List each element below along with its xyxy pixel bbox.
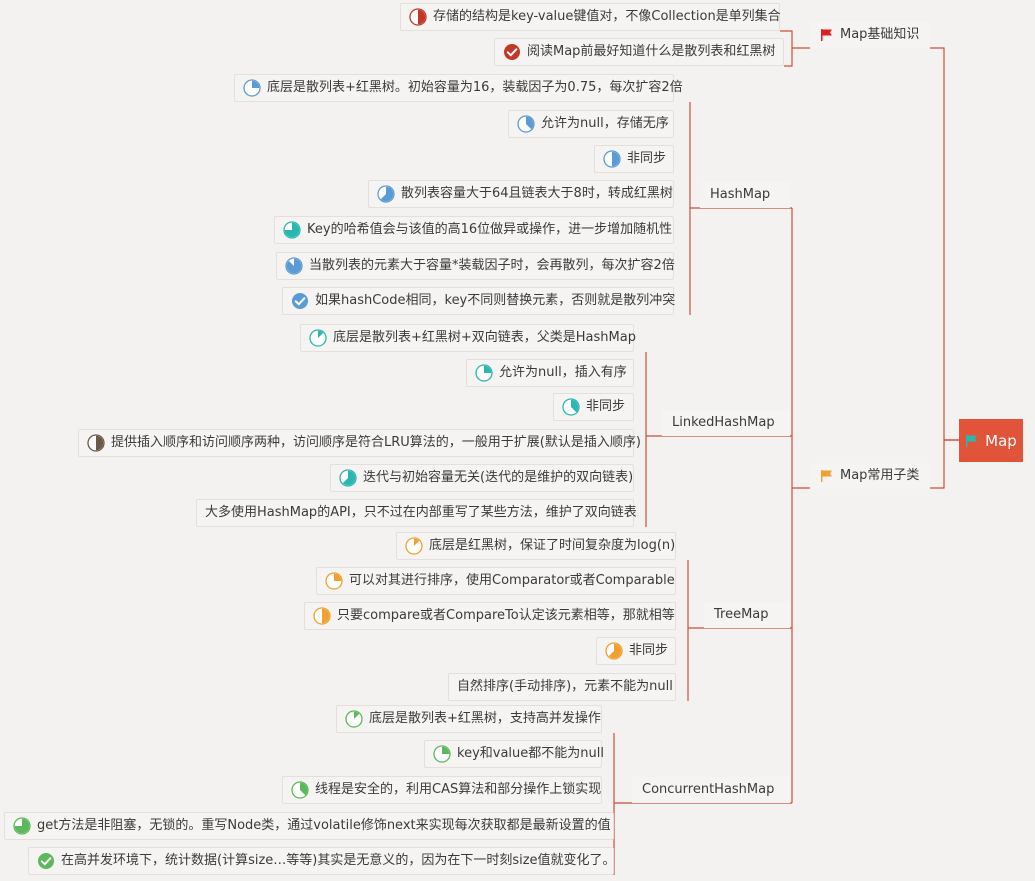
leaf-text: 如果hashCode相同，key不同则替换元素，否则就是散列冲突 xyxy=(315,293,676,308)
class-node-concurrenthashmap[interactable]: ConcurrentHashMap xyxy=(632,777,790,803)
branch-map-subclasses[interactable]: Map常用子类 xyxy=(810,463,930,489)
leaf-text: 底层是散列表+红黑树，支持高并发操作 xyxy=(369,711,601,726)
leaf-treemap-3[interactable]: 非同步 xyxy=(596,637,676,665)
leaf-text: get方法是非阻塞，无锁的。重写Node类，通过volatile修饰next来实… xyxy=(37,818,611,833)
leaf-text: 允许为null，存储无序 xyxy=(541,116,669,131)
progress-icon xyxy=(283,221,301,239)
leaf-text: 允许为null，插入有序 xyxy=(499,365,627,380)
progress-icon xyxy=(13,817,31,835)
progress-icon xyxy=(345,710,363,728)
leaf-treemap-1[interactable]: 可以对其进行排序，使用Comparator或者Comparable xyxy=(316,567,676,595)
progress-icon xyxy=(325,572,343,590)
leaf-text: 存储的结构是key-value键值对，不像Collection是单列集合 xyxy=(433,9,781,24)
branch-label: Map基础知识 xyxy=(840,27,920,42)
leaf-text: 可以对其进行排序，使用Comparator或者Comparable xyxy=(349,573,675,588)
leaf-text: 自然排序(手动排序)，元素不能为null xyxy=(457,679,673,694)
leaf-concurrent-2[interactable]: 线程是安全的，利用CAS算法和部分操作上锁实现 xyxy=(282,776,602,804)
leaf-text: 当散列表的元素大于容量*装载因子时，会再散列，每次扩容2倍 xyxy=(309,258,675,273)
class-node-treemap[interactable]: TreeMap xyxy=(704,602,790,628)
leaf-linkedhashmap-4[interactable]: 迭代与初始容量无关(迭代的是维护的双向链表) xyxy=(330,464,634,492)
leaf-treemap-0[interactable]: 底层是红黑树，保证了时间复杂度为log(n) xyxy=(396,532,676,560)
progress-icon xyxy=(605,642,623,660)
leaf-treemap-4[interactable]: 自然排序(手动排序)，元素不能为null xyxy=(448,673,676,701)
leaf-concurrent-1[interactable]: key和value都不能为null xyxy=(424,740,604,768)
progress-icon xyxy=(603,150,621,168)
leaf-hashmap-6[interactable]: 如果hashCode相同，key不同则替换元素，否则就是散列冲突 xyxy=(282,287,676,315)
check-icon xyxy=(37,852,55,870)
progress-icon xyxy=(405,537,423,555)
progress-icon xyxy=(475,364,493,382)
branch-label: Map常用子类 xyxy=(840,468,920,483)
leaf-linkedhashmap-2[interactable]: 非同步 xyxy=(553,393,634,421)
leaf-treemap-2[interactable]: 只要compare或者CompareTo认定该元素相等，那就相等 xyxy=(304,602,676,630)
flag-icon xyxy=(821,470,832,482)
branch-map-basics[interactable]: Map基础知识 xyxy=(810,22,930,48)
leaf-text: 底层是红黑树，保证了时间复杂度为log(n) xyxy=(429,538,676,553)
leaf-text: 散列表容量大于64且链表大于8时，转成红黑树 xyxy=(401,186,673,201)
progress-icon xyxy=(285,257,303,275)
leaf-concurrent-4[interactable]: 在高并发环境下，统计数据(计算size…等等)其实是无意义的，因为在下一时刻si… xyxy=(28,847,616,875)
progress-icon xyxy=(562,398,580,416)
class-label: LinkedHashMap xyxy=(672,415,775,430)
leaf-text: 迭代与初始容量无关(迭代的是维护的双向链表) xyxy=(363,470,634,485)
class-node-hashmap[interactable]: HashMap xyxy=(700,182,790,208)
leaf-text: 阅读Map前最好知道什么是散列表和红黑树 xyxy=(527,44,776,59)
class-label: ConcurrentHashMap xyxy=(642,782,775,797)
root-node-map[interactable]: Map xyxy=(959,419,1023,462)
progress-icon xyxy=(243,79,261,97)
class-label: HashMap xyxy=(710,187,771,202)
leaf-text: 非同步 xyxy=(586,399,626,414)
leaf-text: 底层是散列表+红黑树。初始容量为16，装载因子为0.75，每次扩容2倍 xyxy=(267,80,683,95)
flag-icon xyxy=(821,29,832,41)
leaf-hashmap-3[interactable]: 散列表容量大于64且链表大于8时，转成红黑树 xyxy=(368,180,674,208)
progress-icon xyxy=(517,115,535,133)
progress-icon xyxy=(433,745,451,763)
leaf-linkedhashmap-3[interactable]: 提供插入顺序和访问顺序两种，访问顺序是符合LRU算法的，一般用于扩展(默认是插入… xyxy=(78,429,641,457)
leaf-text: 底层是散列表+红黑树+双向链表，父类是HashMap xyxy=(333,330,636,345)
class-label: TreeMap xyxy=(714,607,769,622)
progress-icon xyxy=(339,469,357,487)
leaf-basics-1[interactable]: 阅读Map前最好知道什么是散列表和红黑树 xyxy=(494,38,784,66)
flag-icon xyxy=(966,434,978,447)
leaf-linkedhashmap-5[interactable]: 大多使用HashMap的API，只不过在内部重写了某些方法，维护了双向链表 xyxy=(196,499,637,527)
root-label: Map xyxy=(985,431,1017,450)
leaf-text: key和value都不能为null xyxy=(457,746,604,761)
leaf-text: Key的哈希值会与该值的高16位做异或操作，进一步增加随机性 xyxy=(307,222,673,237)
leaf-text: 线程是安全的，利用CAS算法和部分操作上锁实现 xyxy=(315,782,602,797)
leaf-text: 提供插入顺序和访问顺序两种，访问顺序是符合LRU算法的，一般用于扩展(默认是插入… xyxy=(111,435,641,450)
leaf-linkedhashmap-0[interactable]: 底层是散列表+红黑树+双向链表，父类是HashMap xyxy=(300,324,636,352)
leaf-hashmap-2[interactable]: 非同步 xyxy=(594,145,674,173)
leaf-hashmap-4[interactable]: Key的哈希值会与该值的高16位做异或操作，进一步增加随机性 xyxy=(274,216,674,244)
leaf-text: 在高并发环境下，统计数据(计算size…等等)其实是无意义的，因为在下一时刻si… xyxy=(61,853,616,868)
check-icon xyxy=(291,292,309,310)
leaf-basics-0[interactable]: 存储的结构是key-value键值对，不像Collection是单列集合 xyxy=(400,3,781,31)
leaf-hashmap-5[interactable]: 当散列表的元素大于容量*装载因子时，会再散列，每次扩容2倍 xyxy=(276,252,675,280)
leaf-text: 大多使用HashMap的API，只不过在内部重写了某些方法，维护了双向链表 xyxy=(205,505,637,520)
class-node-linkedhashmap[interactable]: LinkedHashMap xyxy=(662,410,790,436)
leaf-hashmap-1[interactable]: 允许为null，存储无序 xyxy=(508,110,674,138)
leaf-text: 非同步 xyxy=(629,643,669,658)
leaf-text: 非同步 xyxy=(627,151,667,166)
progress-icon xyxy=(291,781,309,799)
leaf-concurrent-0[interactable]: 底层是散列表+红黑树，支持高并发操作 xyxy=(336,705,602,733)
leaf-hashmap-0[interactable]: 底层是散列表+红黑树。初始容量为16，装载因子为0.75，每次扩容2倍 xyxy=(234,74,683,102)
progress-icon xyxy=(313,607,331,625)
leaf-linkedhashmap-1[interactable]: 允许为null，插入有序 xyxy=(466,359,634,387)
progress-icon xyxy=(87,434,105,452)
progress-icon xyxy=(309,329,327,347)
leaf-text: 只要compare或者CompareTo认定该元素相等，那就相等 xyxy=(337,608,675,623)
progress-icon xyxy=(377,185,395,203)
half-progress-icon xyxy=(409,8,427,26)
leaf-concurrent-3[interactable]: get方法是非阻塞，无锁的。重写Node类，通过volatile修饰next来实… xyxy=(4,812,614,840)
check-icon xyxy=(503,43,521,61)
